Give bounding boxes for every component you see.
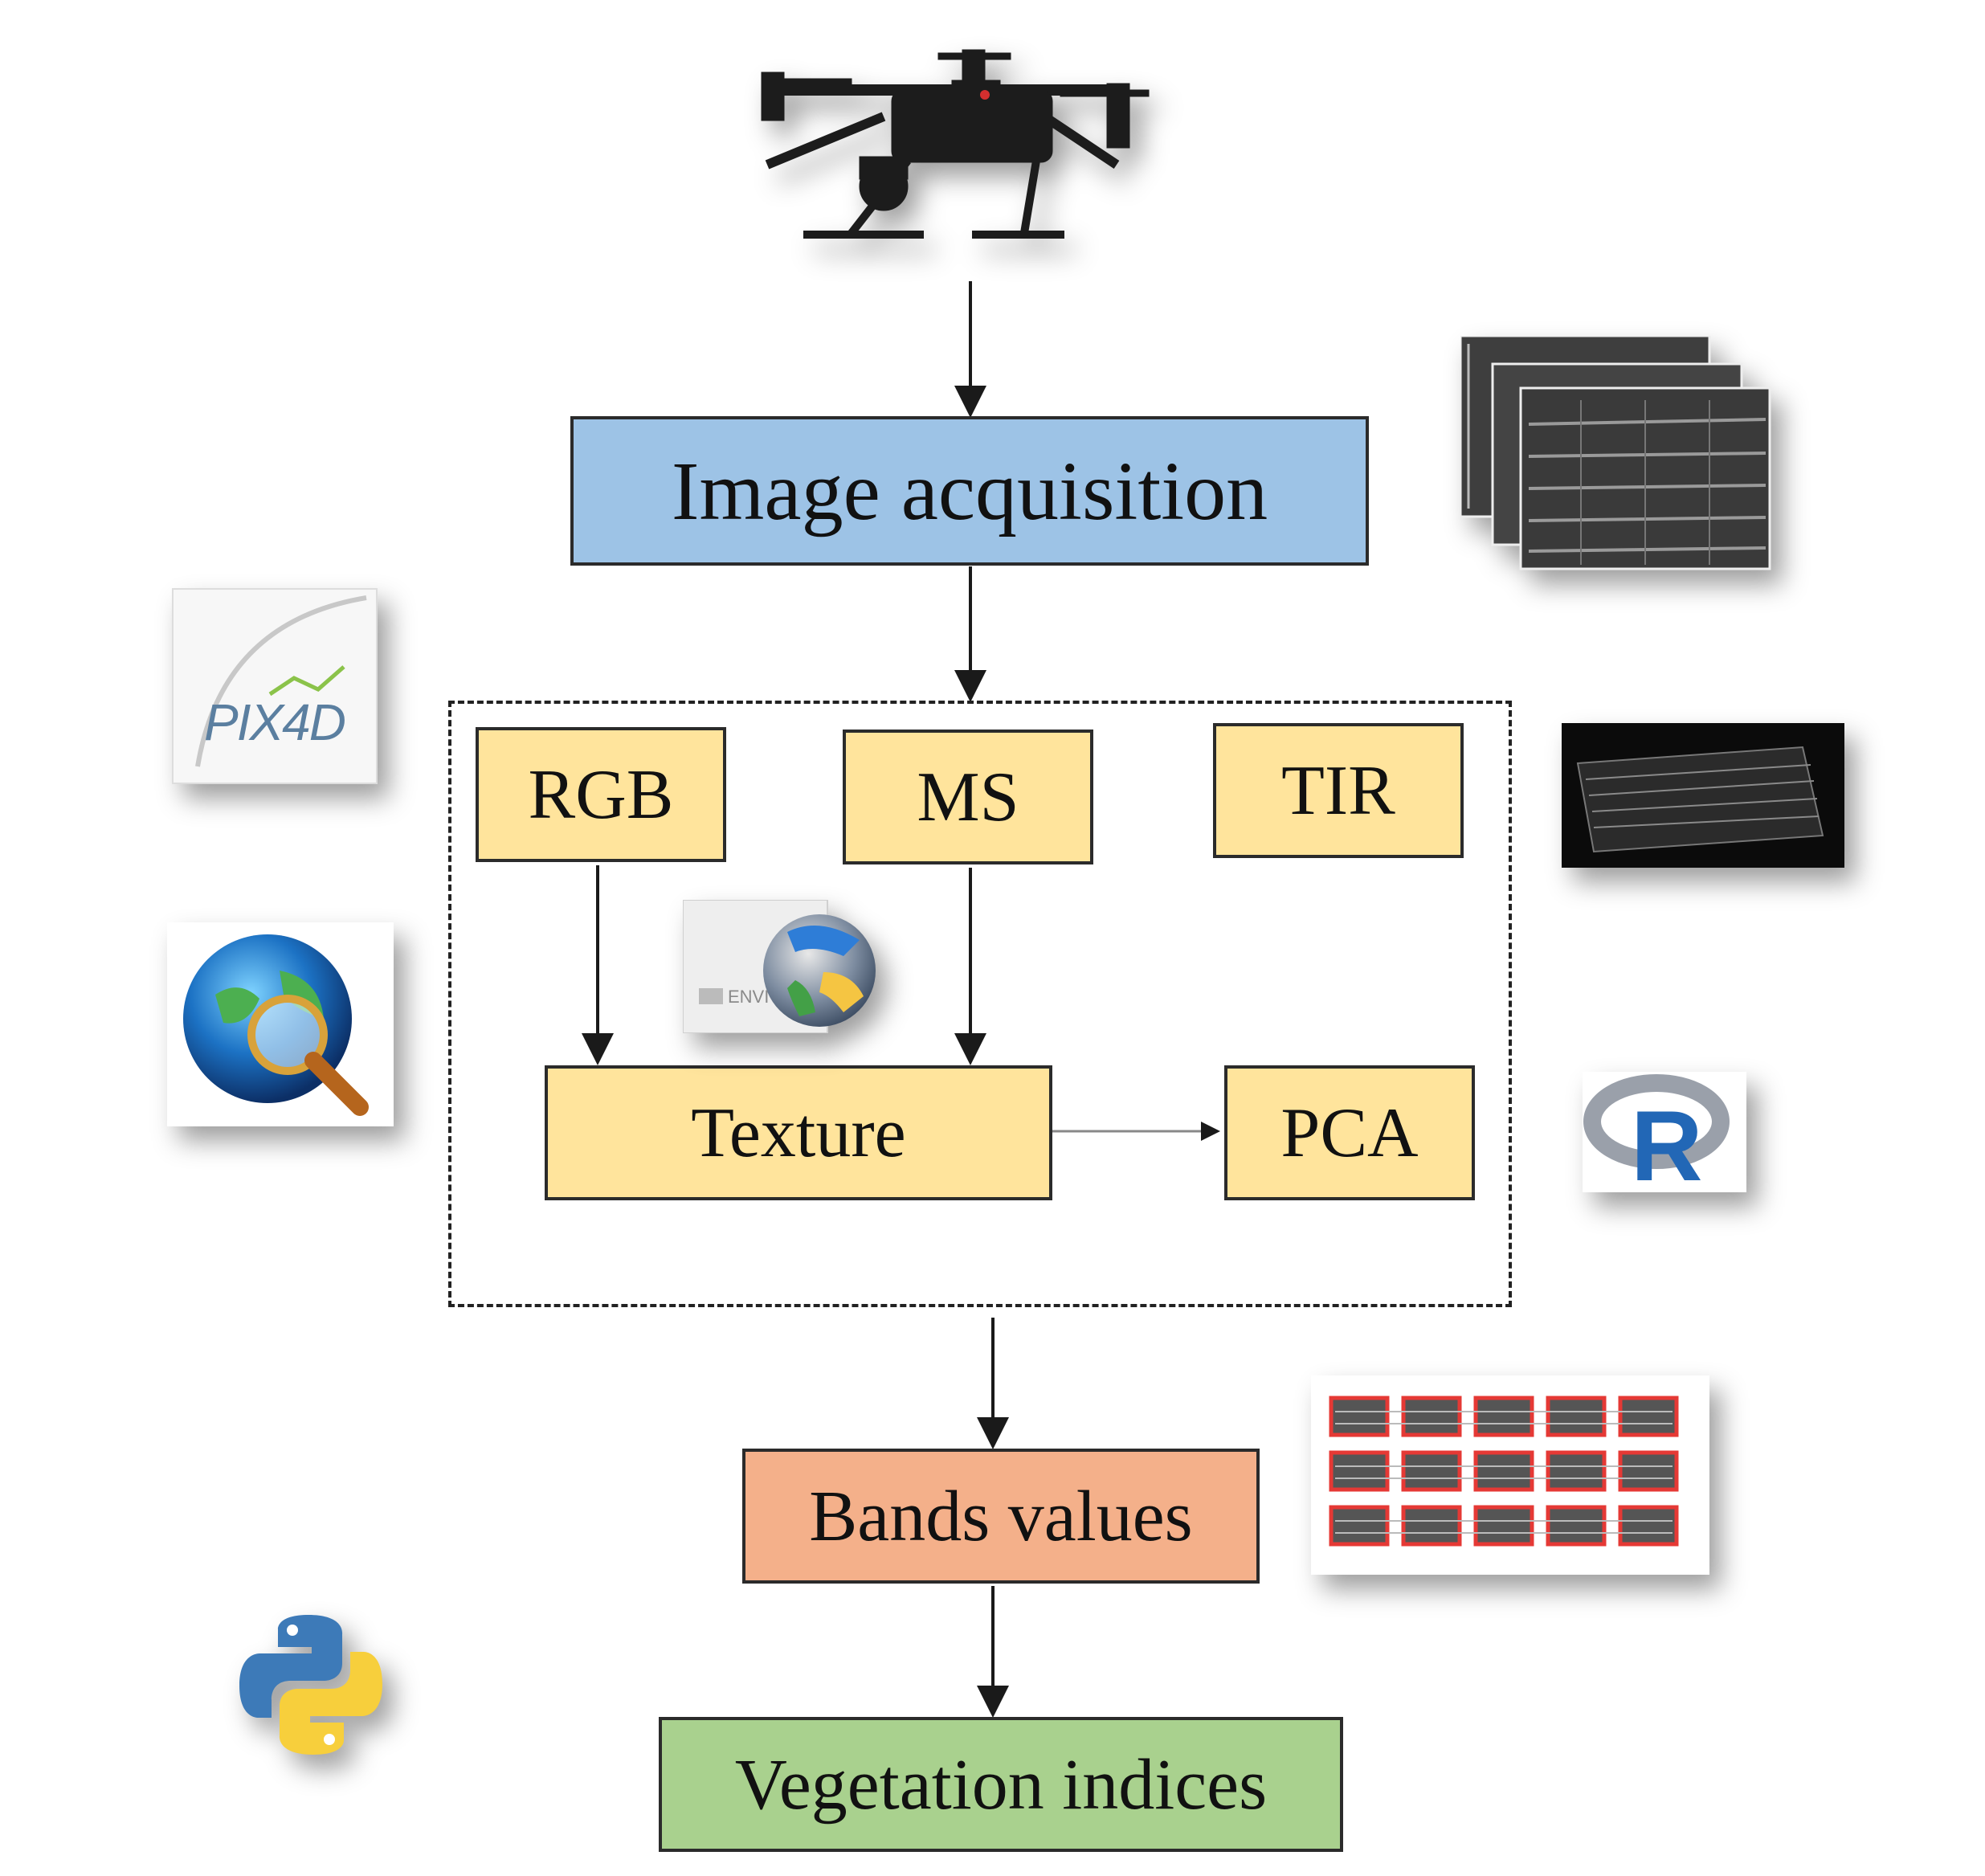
globe-search-icon bbox=[167, 922, 394, 1126]
tir-box: TIR bbox=[1213, 723, 1464, 858]
rgb-label: RGB bbox=[528, 755, 674, 834]
r-logo-text: R bbox=[1631, 1091, 1703, 1202]
texture-box: Texture bbox=[545, 1065, 1052, 1200]
ms-box: MS bbox=[843, 730, 1093, 864]
python-logo-icon bbox=[236, 1610, 386, 1760]
plot-grid-icon bbox=[1311, 1375, 1709, 1575]
r-logo-icon: R bbox=[1583, 1072, 1746, 1202]
ms-label: MS bbox=[917, 758, 1019, 836]
thermal-image-icon bbox=[1562, 723, 1844, 868]
pca-box: PCA bbox=[1224, 1065, 1475, 1200]
tir-label: TIR bbox=[1281, 751, 1395, 830]
satellite-images-icon bbox=[1459, 334, 1798, 593]
envi-logo-text: ENVI bbox=[728, 987, 770, 1007]
bands-values-box: Bands values bbox=[742, 1449, 1260, 1584]
rgb-box: RGB bbox=[476, 727, 726, 862]
texture-label: Texture bbox=[691, 1093, 906, 1172]
bands-values-label: Bands values bbox=[809, 1476, 1193, 1556]
vegetation-indices-label: Vegetation indices bbox=[734, 1744, 1268, 1825]
processing-region bbox=[448, 701, 1512, 1307]
vegetation-indices-box: Vegetation indices bbox=[659, 1717, 1343, 1852]
pix4d-logo-text: PIX4D bbox=[204, 693, 346, 751]
image-acquisition-label: Image acquisition bbox=[671, 444, 1268, 537]
pca-label: PCA bbox=[1280, 1093, 1419, 1172]
envi-logo-icon: ENVI bbox=[682, 899, 880, 1034]
pix4d-logo-icon: PIX4D bbox=[172, 588, 378, 784]
image-acquisition-box: Image acquisition bbox=[570, 416, 1369, 566]
